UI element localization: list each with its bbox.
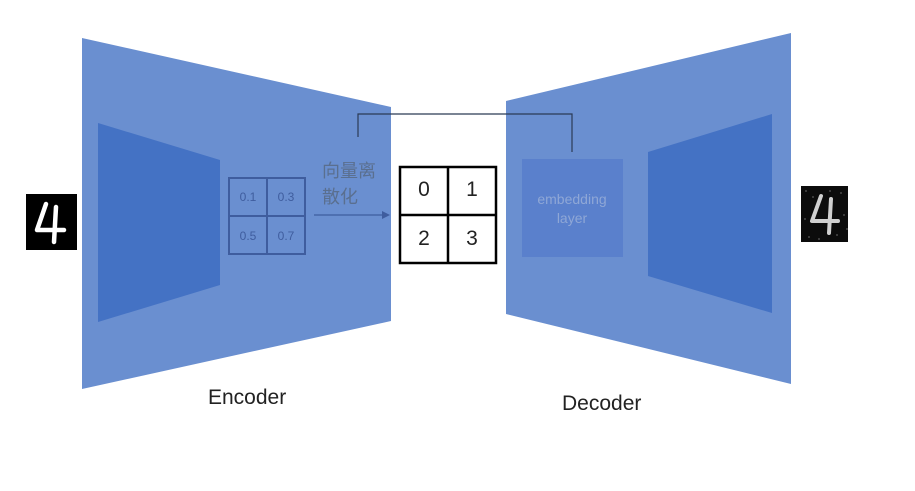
latent-value: 0.3 [277,190,295,204]
codebook-grid [398,165,498,265]
quantization-arrow [314,211,390,219]
encoder-inner-trapezoid [98,123,220,322]
quantization-label-line2: 散化 [322,187,358,207]
output-digit-image [801,186,848,242]
latent-grid [228,177,306,255]
codebook-index: 3 [466,227,478,250]
embedding-layer-box [522,159,623,257]
decoder-inner-trapezoid [648,114,772,313]
input-digit-image [26,194,77,250]
codebook-index: 1 [466,178,478,201]
quantization-label-line1: 向量离 [322,161,376,181]
latent-value: 0.1 [239,190,257,204]
codebook-connector-line [357,113,573,152]
embedding-layer-label-line1: embedding [537,191,607,207]
codebook-index: 0 [418,178,430,201]
embedding-layer-label-line2: layer [556,210,588,226]
latent-value: 0.7 [277,229,295,243]
encoder-label: Encoder [208,386,287,409]
decoder-label: Decoder [562,392,642,415]
codebook-index: 2 [418,227,430,250]
latent-value: 0.5 [239,229,257,243]
